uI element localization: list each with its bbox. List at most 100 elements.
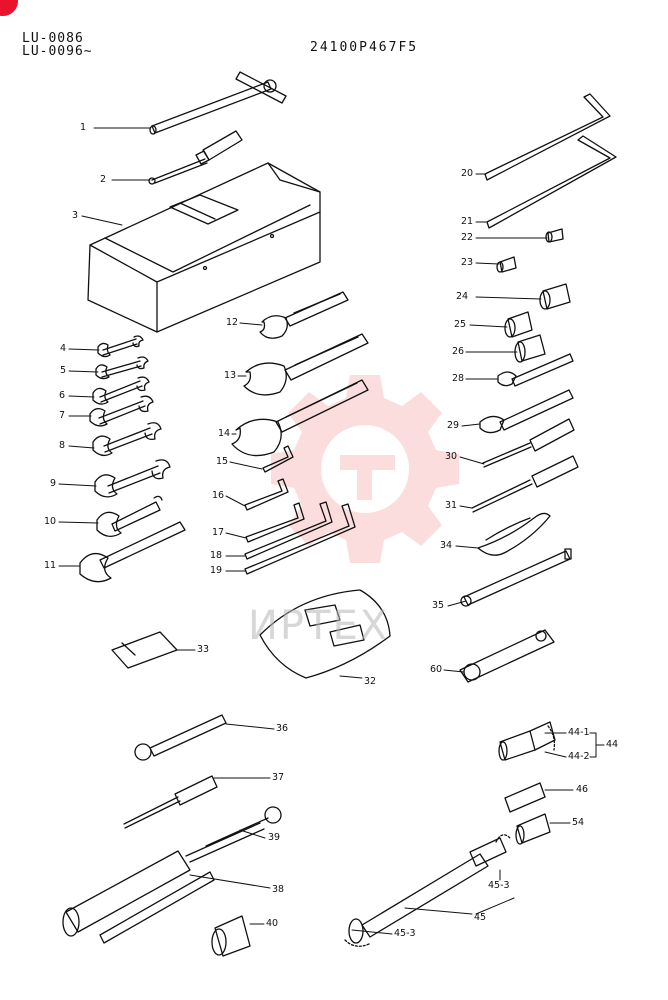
ring-spanner-12-icon — [259, 291, 349, 339]
toolbox-icon — [87, 162, 321, 333]
t-handle-39-icon — [205, 806, 282, 847]
callout-7: 7 — [59, 410, 66, 421]
callout-37: 37 — [272, 772, 285, 783]
callout-44-2: 44-2 — [568, 751, 590, 762]
callout-34: 34 — [440, 540, 453, 551]
socket-26-icon — [514, 334, 546, 363]
leader-lines — [58, 127, 605, 935]
callout-33: 33 — [197, 644, 210, 655]
callout-16: 16 — [212, 490, 225, 501]
callout-39: 39 — [268, 832, 281, 843]
open-end-wrench-5-icon — [95, 356, 149, 380]
callout-3: 3 — [72, 210, 79, 221]
open-end-wrench-8-icon — [92, 422, 162, 457]
callout-19: 19 — [210, 565, 223, 576]
hex-key-15-icon — [262, 445, 294, 473]
callout-30: 30 — [445, 451, 458, 462]
callout-60: 60 — [430, 664, 443, 675]
socket-24-icon — [539, 283, 571, 310]
t-handle-wrench-icon — [149, 71, 287, 135]
callout-2: 2 — [100, 174, 107, 185]
socket-40-icon — [211, 915, 251, 957]
open-end-wrench-9-icon — [94, 459, 171, 498]
callout-9: 9 — [50, 478, 57, 489]
callout-1: 1 — [80, 122, 87, 133]
open-end-wrench-7-icon — [89, 395, 154, 427]
adaptor-44-icon — [498, 721, 556, 761]
hex-key-19-icon — [244, 503, 356, 575]
callout-6: 6 — [59, 390, 66, 401]
callout-25: 25 — [454, 319, 467, 330]
model-line-1: LU-0086 — [22, 31, 84, 46]
callout-54: 54 — [572, 817, 585, 828]
callout-24: 24 — [456, 291, 469, 302]
callout-10: 10 — [44, 516, 57, 527]
callout-14: 14 — [218, 428, 231, 439]
screwdriver-37-icon — [123, 775, 218, 829]
hex-key-16-icon — [244, 478, 289, 511]
callout-22: 22 — [461, 232, 474, 243]
ring-spanner-13-icon — [243, 333, 369, 396]
callout-29: 29 — [447, 420, 460, 431]
watermark-text: ИРТЕХ — [248, 603, 390, 649]
callout-45-3-upper: 45-3 — [488, 880, 510, 891]
open-end-wrench-10-icon — [96, 495, 163, 537]
box-wrench-handle-icon — [134, 714, 227, 761]
model-line-2: LU-0096∼ — [22, 44, 93, 59]
open-end-wrench-6-icon — [92, 376, 150, 405]
grease-gun-icon — [62, 822, 265, 944]
callout-46: 46 — [576, 784, 589, 795]
callout-35: 35 — [432, 600, 445, 611]
pliers-icon — [477, 512, 551, 556]
callout-18: 18 — [210, 550, 223, 561]
open-end-wrench-11-icon — [79, 521, 186, 583]
callout-38: 38 — [272, 884, 285, 895]
large-hex-key-20-icon — [484, 93, 611, 181]
hex-key-18-icon — [244, 501, 333, 560]
callout-15: 15 — [216, 456, 229, 467]
callout-23: 23 — [461, 257, 474, 268]
callout-20: 20 — [461, 168, 474, 179]
socket-22-icon — [545, 228, 564, 243]
socket-54-icon — [515, 813, 551, 845]
callout-44-1: 44-1 — [568, 727, 590, 738]
socket-25-icon — [504, 311, 533, 338]
large-hex-key-21-icon — [486, 135, 617, 229]
extension-bar-icon — [460, 548, 572, 607]
open-end-wrench-4-icon — [97, 335, 144, 358]
socket-46-icon — [504, 782, 546, 813]
callout-8: 8 — [59, 440, 66, 451]
callout-11: 11 — [44, 560, 57, 571]
callout-32: 32 — [364, 676, 377, 687]
adjustable-wrench-28-icon — [497, 353, 574, 387]
ring-spanner-14-icon — [231, 379, 369, 457]
callout-13: 13 — [224, 370, 237, 381]
ratchet-handle-icon — [459, 629, 555, 683]
callout-21: 21 — [461, 216, 474, 227]
screwdriver-30-icon — [482, 418, 575, 468]
callout-40: 40 — [266, 918, 279, 929]
callout-17: 17 — [212, 527, 225, 538]
tool-bag-cover-icon — [259, 589, 391, 679]
adjustable-wrench-29-icon — [479, 389, 574, 434]
callout-45-3-lower: 45-3 — [394, 928, 416, 939]
screwdriver-31-icon — [471, 455, 579, 513]
watermark-gear-icon — [271, 375, 459, 563]
callout-28: 28 — [452, 373, 465, 384]
small-pouch-icon — [111, 631, 178, 669]
callout-26: 26 — [452, 346, 465, 357]
hex-key-17-icon — [245, 502, 305, 543]
part-code: 24100P467F5 — [310, 40, 419, 55]
callout-44: 44 — [606, 739, 619, 750]
callout-45: 45 — [474, 912, 487, 923]
screwdriver-icon — [148, 130, 243, 185]
callout-5: 5 — [60, 365, 67, 376]
callout-12: 12 — [226, 317, 239, 328]
socket-23-icon — [496, 256, 517, 273]
callout-4: 4 — [60, 343, 67, 354]
long-extension-45-icon — [344, 834, 511, 947]
callout-31: 31 — [445, 500, 458, 511]
callout-36: 36 — [276, 723, 289, 734]
